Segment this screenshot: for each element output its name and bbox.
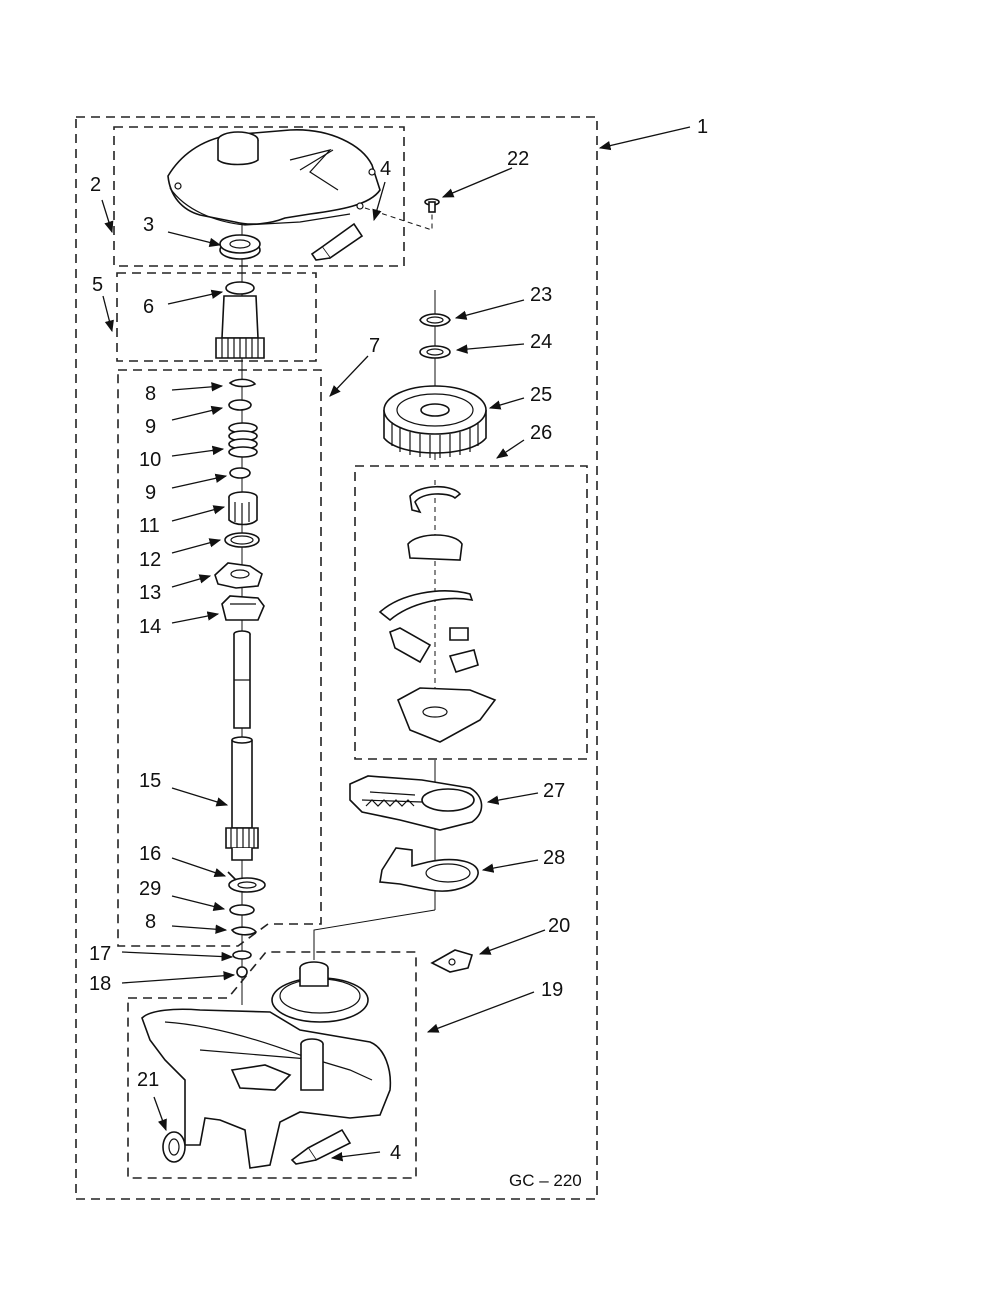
callout-9-top: 9 [145, 416, 156, 438]
cam-part-13 [214, 562, 263, 589]
pinion-box-5 [116, 272, 317, 362]
shifter-box-26 [354, 465, 588, 760]
callout-10: 10 [139, 449, 161, 471]
callout-22: 22 [507, 148, 529, 170]
callout-8-bottom: 8 [145, 911, 156, 933]
callout-23: 23 [530, 284, 552, 306]
shifter-part-26 [378, 485, 497, 743]
washer-part-9-top [228, 399, 252, 411]
callout-19: 19 [541, 979, 563, 1001]
washer-part-9-bottom [229, 467, 251, 479]
retaining-ring-part-8-top [228, 378, 257, 388]
shaft-box-7 [117, 369, 322, 947]
callout-28: 28 [543, 847, 565, 869]
callout-7: 7 [369, 335, 380, 357]
shaft-part-15 [225, 630, 259, 861]
retaining-ring-part-8-bottom [230, 926, 258, 936]
washer-part-12 [224, 532, 260, 548]
callout-18: 18 [89, 973, 111, 995]
callout-15: 15 [139, 770, 161, 792]
washer-part-24 [419, 345, 451, 359]
leader-arrows [101, 126, 691, 1162]
spring-part-10 [228, 422, 258, 458]
callout-1: 1 [697, 116, 708, 138]
callout-12: 12 [139, 549, 161, 571]
callout-16: 16 [139, 843, 161, 865]
gear-part-11 [228, 491, 258, 526]
drawing-code: GC – 220 [509, 1171, 582, 1190]
callout-13: 13 [139, 582, 161, 604]
callout-6: 6 [143, 296, 154, 318]
cam-part-14 [221, 595, 265, 621]
pinion-part-6 [215, 281, 265, 359]
callout-4-bottom: 4 [390, 1142, 401, 1164]
washer-part-16 [227, 871, 266, 893]
callout-14: 14 [139, 616, 161, 638]
callout-9-bottom: 9 [145, 482, 156, 504]
lever-part-28 [379, 847, 479, 892]
callout-29: 29 [139, 878, 161, 900]
callout-labels: 1 2 3 4 5 6 7 8 9 10 9 11 12 13 14 15 16… [89, 116, 708, 1190]
cover-part-2 [167, 129, 381, 226]
callout-5: 5 [92, 274, 103, 296]
grease-tube-part-4-top [310, 222, 364, 261]
callout-4-top: 4 [380, 158, 391, 180]
screw-part-22 [424, 198, 440, 213]
callout-25: 25 [530, 384, 552, 406]
callout-26: 26 [530, 422, 552, 444]
gearcase-part-19 [141, 961, 392, 1169]
callout-21: 21 [137, 1069, 159, 1091]
callout-3: 3 [143, 214, 154, 236]
gear-part-25 [383, 385, 487, 458]
callout-2: 2 [90, 174, 101, 196]
callout-27: 27 [543, 780, 565, 802]
seal-part-21 [162, 1131, 186, 1163]
cover-box-2 [113, 126, 405, 267]
seal-part-3 [219, 234, 261, 260]
washer-part-17 [232, 950, 252, 960]
lever-part-27 [349, 775, 483, 831]
axis-lines [241, 150, 436, 1090]
group-boxes [75, 116, 598, 1200]
ball-part-18 [236, 966, 248, 978]
grease-tube-part-4-bottom [290, 1128, 352, 1165]
bracket-part-20 [430, 949, 474, 973]
ring-part-23 [419, 313, 451, 327]
assembly-box-1 [75, 116, 598, 1200]
callout-20: 20 [548, 915, 570, 937]
callout-17: 17 [89, 943, 111, 965]
callout-8-top: 8 [145, 383, 156, 405]
callout-24: 24 [530, 331, 552, 353]
washer-part-29 [229, 904, 255, 916]
callout-11: 11 [139, 515, 160, 537]
